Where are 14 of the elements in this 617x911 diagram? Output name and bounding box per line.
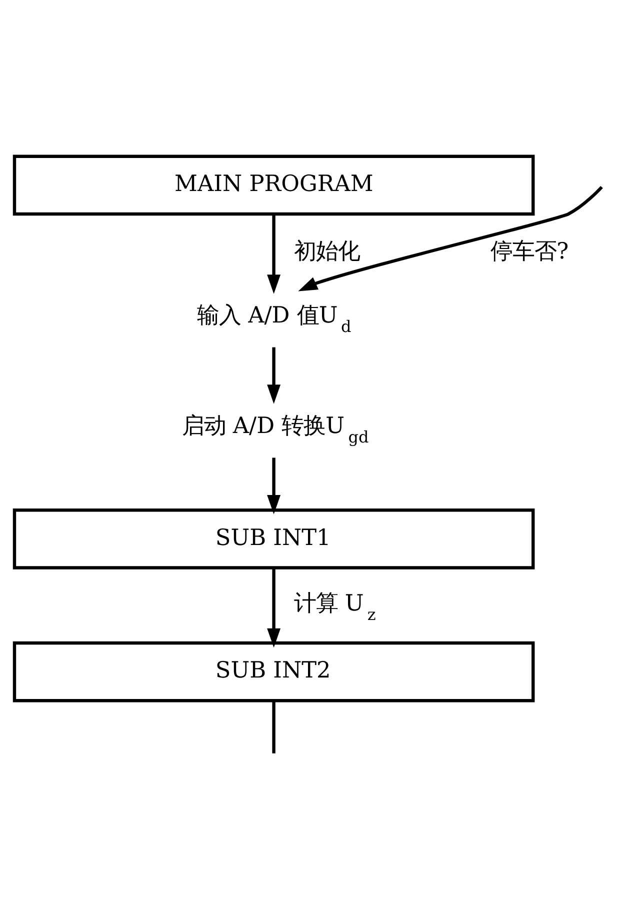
node-box: SUB INT1 bbox=[12, 508, 535, 570]
edge-label: 计算 U$_{z}$ bbox=[294, 590, 376, 624]
node-text: 输入 A/D 值U$_{d}$ bbox=[196, 302, 352, 336]
arrow bbox=[267, 568, 281, 648]
connector bbox=[272, 700, 276, 754]
arrow bbox=[267, 458, 281, 514]
arrow bbox=[267, 214, 281, 294]
node-box: SUB INT2 bbox=[12, 641, 535, 702]
node-text: 启动 A/D 转换U$_{gd}$ bbox=[182, 412, 369, 446]
arrow bbox=[298, 186, 603, 292]
node-box: MAIN PROGRAM bbox=[12, 154, 535, 216]
arrow bbox=[267, 347, 281, 404]
edge-label: 初始化 bbox=[294, 238, 360, 264]
edge-label: 停车否? bbox=[490, 238, 569, 264]
